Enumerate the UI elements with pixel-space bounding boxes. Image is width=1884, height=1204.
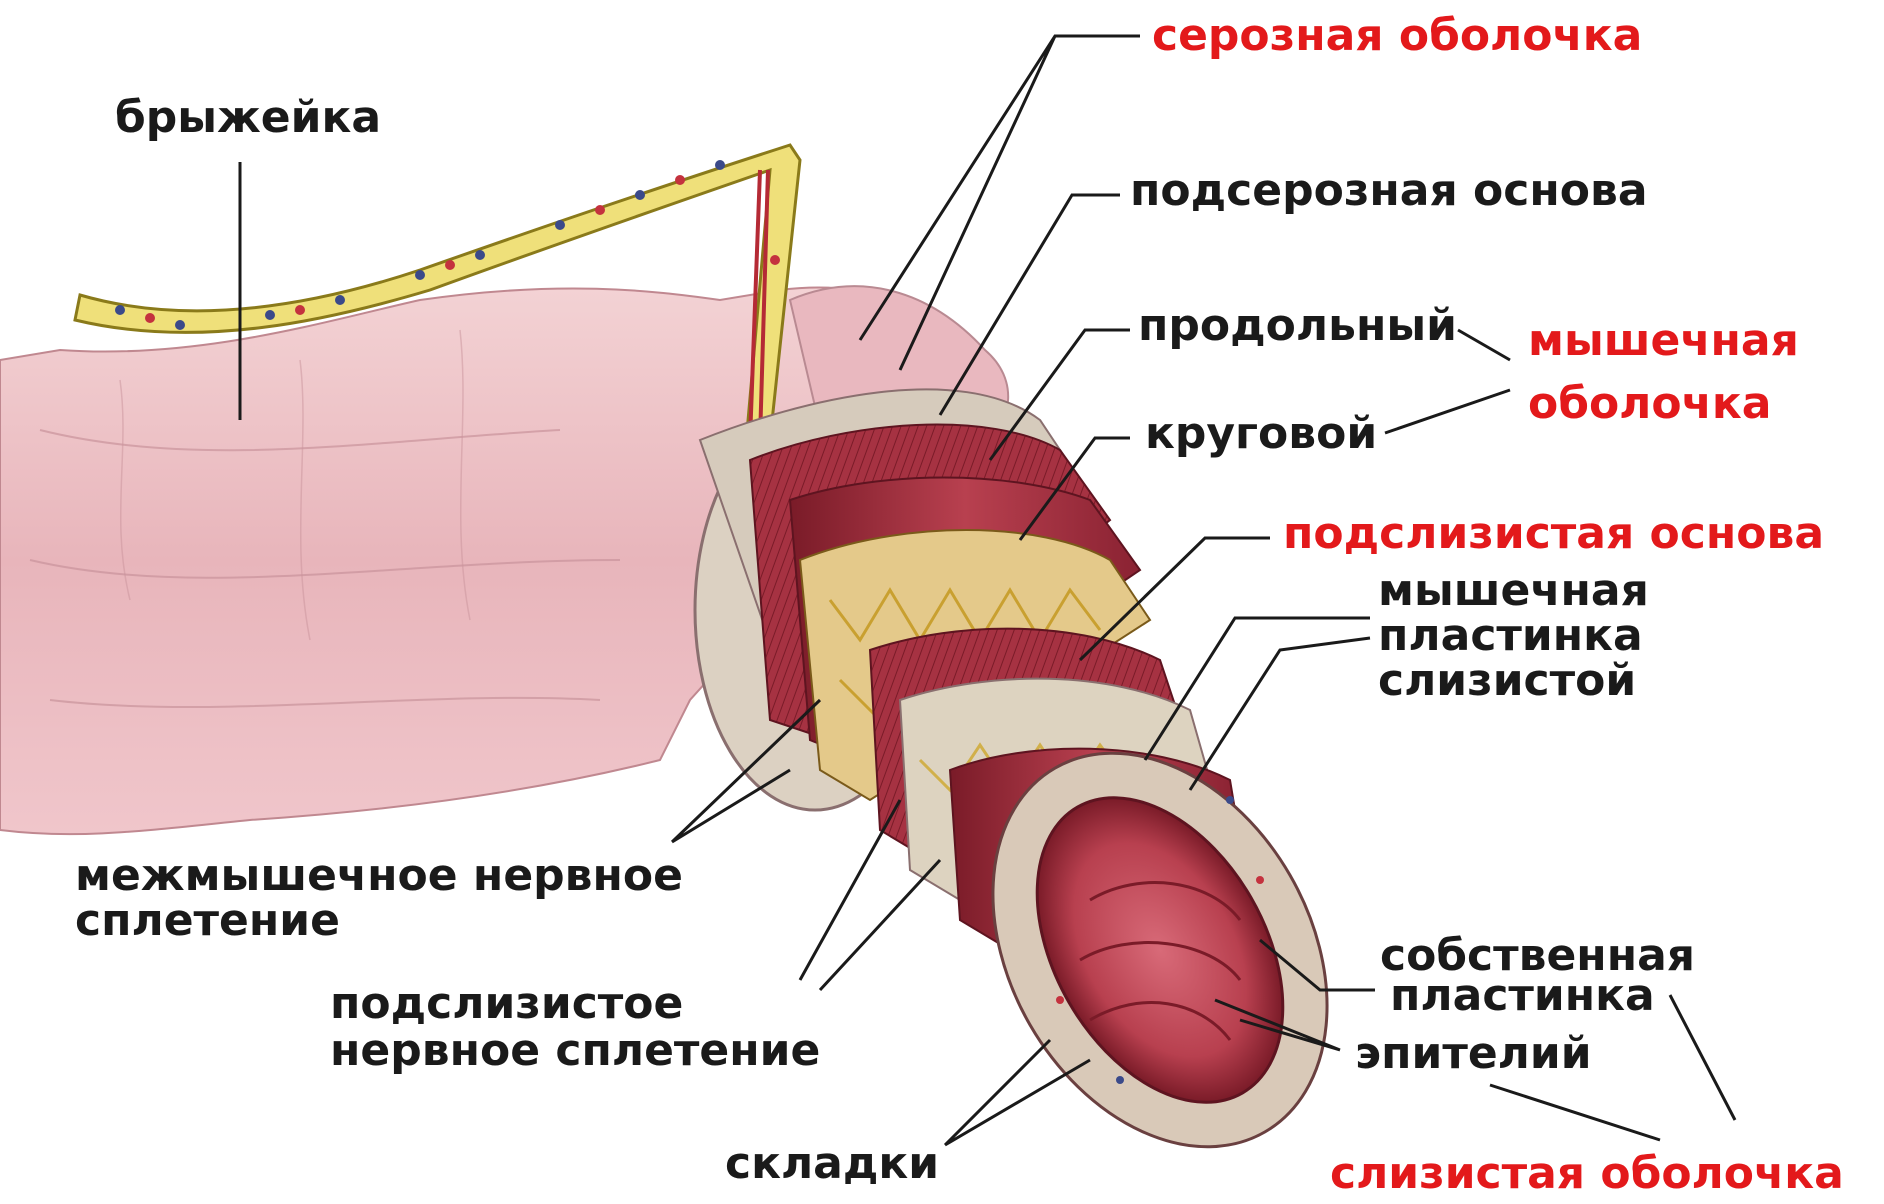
label-muscularis-2: оболочка (1528, 378, 1771, 429)
label-submucosal-plexus-2: нервное сплетение (330, 1025, 820, 1076)
label-myenteric-2: сплетение (75, 895, 340, 946)
label-folds: складки (725, 1138, 939, 1189)
label-serosa: серозная оболочка (1152, 10, 1642, 61)
label-myenteric-1: межмышечное нервное (75, 850, 683, 901)
label-submucosa: подслизистая основа (1283, 508, 1824, 559)
label-muscularis-1: мышечная (1528, 315, 1799, 366)
label-subserosa: подсерозная основа (1130, 165, 1648, 216)
label-mucosa: слизистая оболочка (1330, 1148, 1844, 1199)
label-muscularis-mucosae-1: мышечная (1378, 565, 1649, 616)
label-longitudinal: продольный (1138, 300, 1457, 351)
label-mesentery: брыжейка (115, 92, 381, 143)
label-circular: круговой (1145, 408, 1377, 459)
label-submucosal-plexus-1: подслизистое (330, 978, 683, 1029)
label-muscularis-mucosae-3: слизистой (1378, 655, 1636, 706)
label-muscularis-mucosae-2: пластинка (1378, 610, 1643, 661)
label-lamina-propria-2: пластинка (1390, 970, 1655, 1021)
label-epithelium: эпителий (1355, 1028, 1592, 1079)
